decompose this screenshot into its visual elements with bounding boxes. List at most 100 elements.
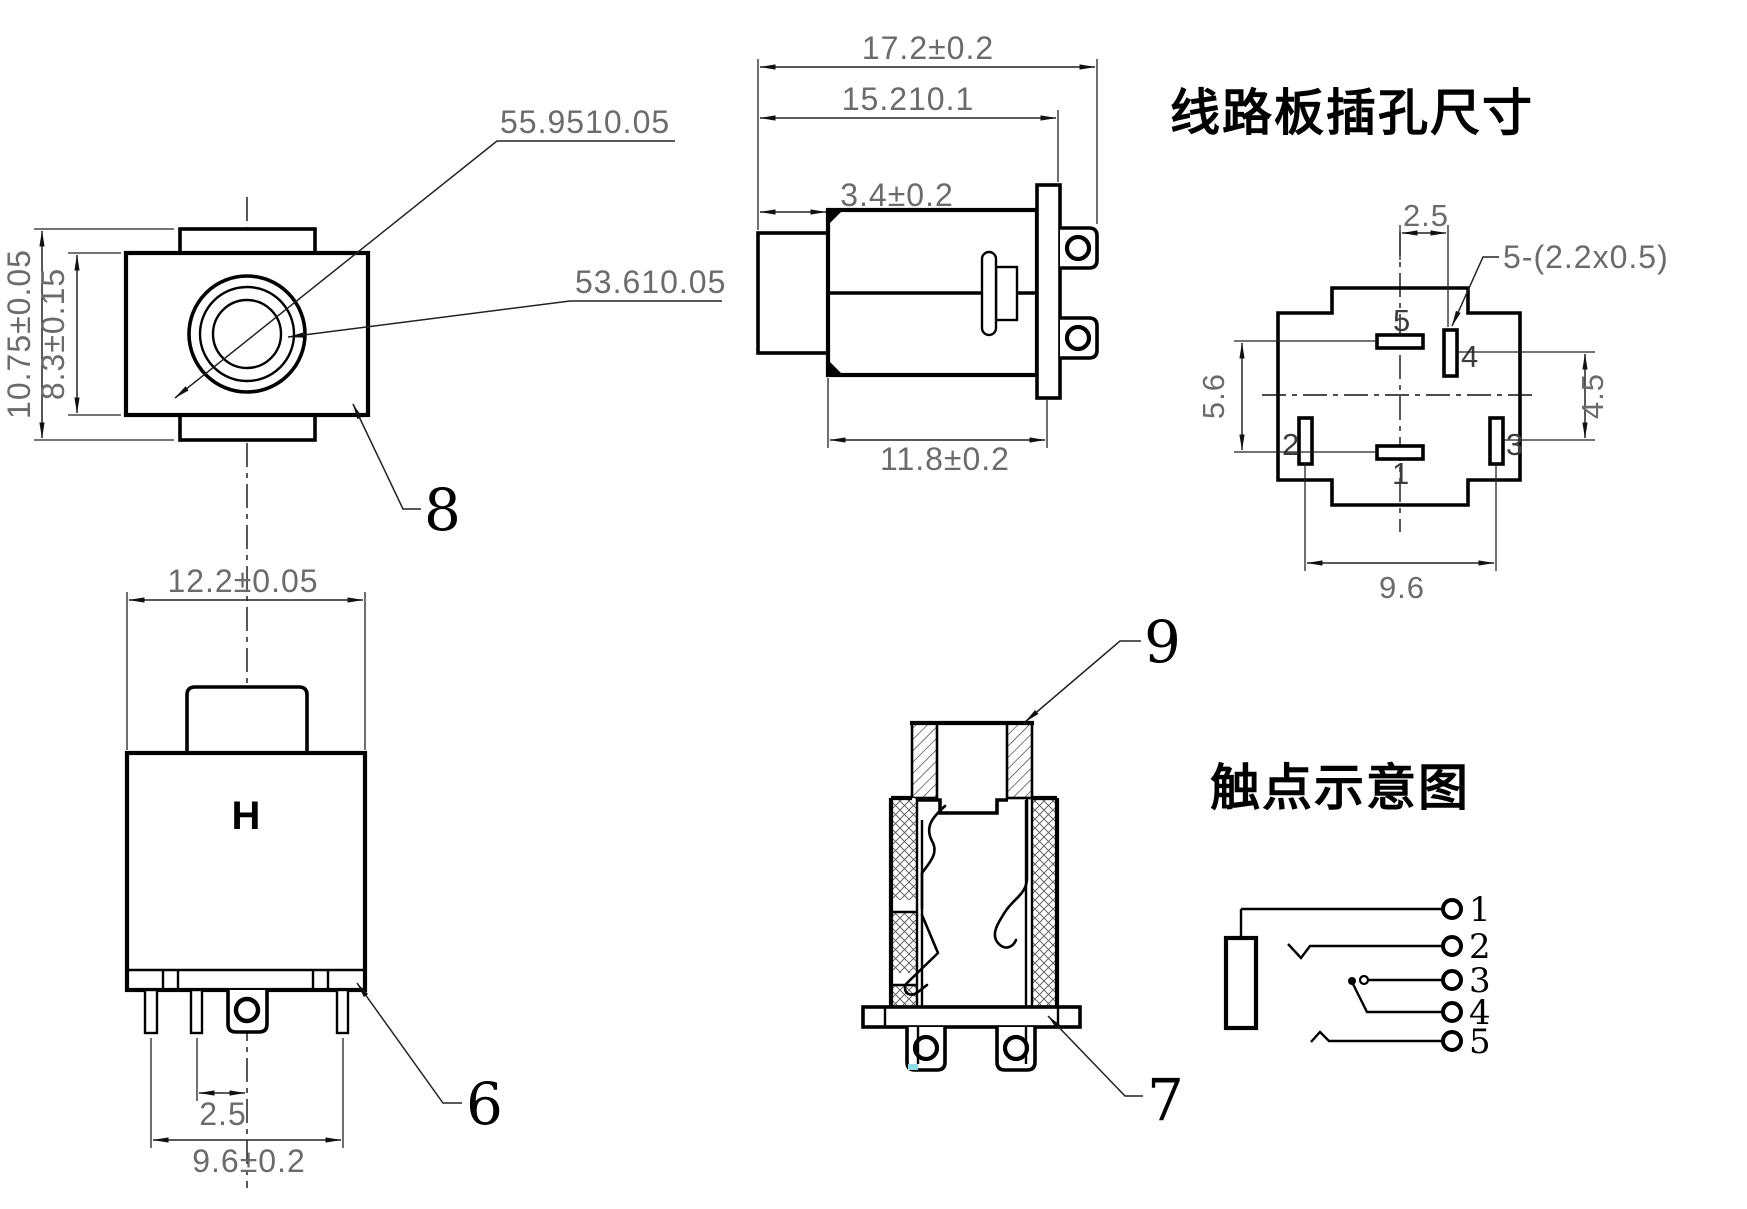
dim-overall-width-text: 17.2±0.2	[862, 30, 994, 66]
dim-pin-pitch-text: 2.5	[199, 1096, 246, 1132]
wall-window	[892, 900, 916, 912]
pcb-dim-top-text: 2.5	[1403, 198, 1449, 233]
balloon-8-text: 8	[424, 476, 461, 544]
corner-mark-top	[829, 211, 842, 224]
dim-overall-width: 17.2±0.2	[757, 30, 1098, 230]
dim-top-width: 12.2±0.05	[126, 563, 366, 750]
side-view: 17.2±0.2 15.210.1 3.4±0.2 11.8±0.2	[756, 30, 1099, 477]
contact-title: 触点示意图	[1210, 760, 1470, 816]
pad-label-4: 4	[1461, 339, 1478, 374]
terminal-label-5: 5	[1469, 1022, 1491, 1062]
cyan-artifact	[908, 1064, 918, 1070]
pad-label-5: 5	[1393, 303, 1410, 338]
dim-body-length-text: 11.8±0.2	[880, 441, 1010, 477]
contact-diagram: 触点示意图 1 2 3 4 5	[1210, 760, 1491, 1062]
pad-4	[1442, 328, 1459, 378]
pad-label-3: 3	[1506, 427, 1523, 462]
dim-body-flange: 15.210.1	[759, 81, 1059, 182]
h-marking: H	[232, 794, 261, 838]
switch-pivot-dot	[1348, 977, 1356, 985]
sleeve-symbol	[1223, 935, 1259, 1031]
front-view: 10.75±0.05 8.3±0.15 55.9510.05 53.610.05…	[1, 104, 726, 1188]
section-lug-left-hole	[912, 1034, 940, 1062]
terminal-circle-2	[1441, 935, 1463, 957]
pcb-outline	[1276, 286, 1522, 507]
terminal-line-5	[1310, 1030, 1441, 1043]
top-neck	[185, 685, 309, 753]
spring-left-upper	[920, 804, 947, 910]
balloon-9: 9	[1024, 608, 1181, 723]
mount-tab-hole	[233, 996, 261, 1024]
section-bushing-wall-left	[910, 721, 939, 800]
terminal-circle-1	[1441, 898, 1463, 920]
pcb-dim-right-text: 4.5	[1575, 373, 1610, 419]
side-lug-bottom-hole	[1064, 324, 1092, 352]
pcb-dim-right: 4.5	[1457, 351, 1610, 441]
spring-left-lower	[903, 913, 940, 996]
front-body	[123, 250, 371, 418]
section-bushing-wall-right	[1005, 721, 1034, 800]
balloon-6: 6	[356, 982, 503, 1138]
side-flange	[1035, 183, 1062, 400]
section-wall-right-hatch	[1031, 798, 1057, 1007]
dim-body-length: 11.8±0.2	[827, 378, 1048, 477]
dim-body-flange-text: 15.210.1	[842, 81, 975, 117]
dim-bushing-length: 3.4±0.2	[759, 177, 954, 215]
terminal-circle-4	[1441, 1001, 1463, 1023]
terminal-line-4-switch	[1351, 983, 1441, 1014]
pcb-dim-bottom: 9.6	[1304, 463, 1497, 605]
side-lug-top-hole	[1064, 234, 1092, 262]
pin-right	[335, 988, 350, 1035]
balloon-7: 7	[1047, 1015, 1184, 1134]
pcb-slot-note: 5-(2.2x0.5)	[1451, 239, 1669, 327]
pad-2	[1297, 416, 1314, 466]
section-view: 9 7	[861, 608, 1184, 1134]
section-lug-right-hole	[1002, 1034, 1030, 1062]
switch-contact-dot	[1358, 974, 1370, 986]
terminal-label-4: 4	[1469, 993, 1491, 1033]
side-bushing	[756, 231, 830, 355]
pcb-dim-bottom-text: 9.6	[1379, 570, 1425, 605]
pad-3	[1488, 416, 1505, 466]
section-sleeve-step	[917, 798, 1008, 815]
dim-bushing-length-text: 3.4±0.2	[840, 177, 954, 213]
section-flange	[861, 1005, 1082, 1029]
top-body	[124, 750, 368, 993]
pcb-slot-note-text: 5-(2.2x0.5)	[1503, 239, 1669, 275]
front-bezel-outer-circle	[187, 274, 307, 394]
mount-tab	[226, 990, 269, 1034]
terminal-circle-5	[1441, 1030, 1463, 1052]
spring-right	[993, 798, 1029, 949]
front-top-tab	[178, 227, 317, 255]
side-contact-slot	[980, 250, 998, 337]
dim-pin-pitch: 2.5	[196, 1038, 246, 1132]
dim-inner-height: 8.3±0.15	[35, 252, 121, 416]
pad-label-1: 1	[1392, 456, 1409, 491]
pin-left	[143, 988, 159, 1035]
front-jack-hole-circle	[211, 298, 283, 370]
pcb-dim-left-text: 5.6	[1196, 373, 1231, 419]
terminal-label-2: 2	[1469, 927, 1491, 967]
balloon-7-text: 7	[1147, 1066, 1184, 1134]
side-contact-block	[994, 265, 1019, 322]
terminal-circle-3	[1441, 969, 1463, 991]
pcb-view: 线路板插孔尺寸 5 4 2 3 1 2.5 5.6	[1170, 85, 1669, 605]
dim-outer-height: 10.75±0.05	[1, 228, 174, 441]
front-bottom-tab	[178, 413, 317, 442]
pin-middle	[189, 988, 204, 1035]
balloon-6-text: 6	[466, 1070, 503, 1138]
dim-pin-span-text: 9.6±0.2	[192, 1143, 306, 1179]
terminal-line-2	[1287, 943, 1441, 960]
leader-inner-diameter: 53.610.05	[287, 264, 726, 338]
dim-outer-height-text: 10.75±0.05	[1, 249, 37, 419]
leader-outer-diameter-text: 55.9510.05	[500, 104, 670, 140]
pcb-dim-top: 2.5	[1399, 198, 1449, 327]
leader-inner-diameter-text: 53.610.05	[575, 264, 726, 300]
corner-mark-bottom	[829, 361, 842, 374]
pcb-dim-left: 5.6	[1196, 340, 1377, 453]
wall-window	[892, 973, 916, 985]
terminal-label-1: 1	[1469, 890, 1491, 930]
balloon-8: 8	[352, 403, 461, 544]
